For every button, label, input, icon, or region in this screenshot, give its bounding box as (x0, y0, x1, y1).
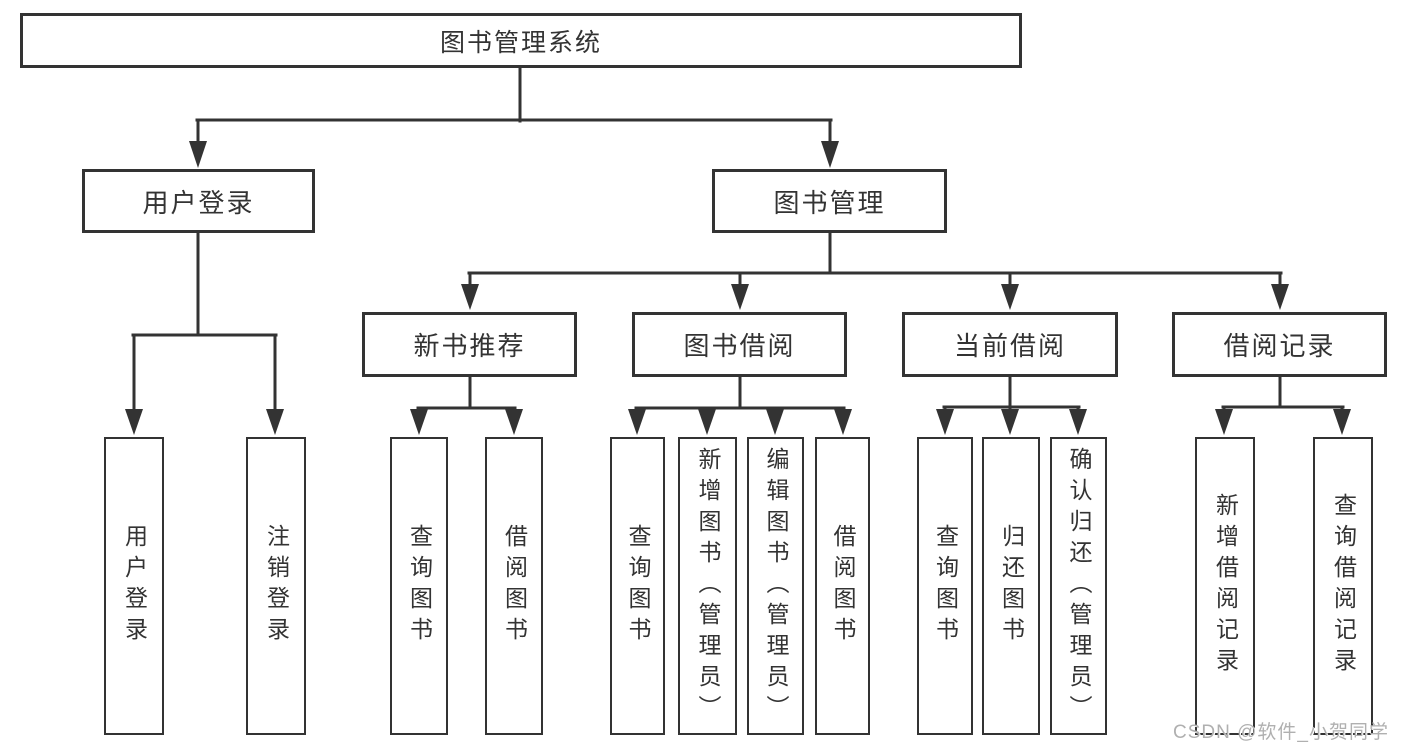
leaf-query-borrow-record: 查询借阅记录 (1313, 437, 1373, 735)
leaf-borrow-books-recommend: 借阅图书 (485, 437, 543, 735)
leaf-return-books: 归还图书 (982, 437, 1040, 735)
connector-user-login-to-leaves (125, 231, 284, 435)
csdn-watermark: CSDN @软件_小贺同学 (1173, 722, 1389, 743)
node-new-book-recommend: 新书推荐 (362, 312, 577, 377)
leaf-query-books-current: 查询图书 (917, 437, 973, 735)
node-book-borrowing: 图书借阅 (632, 312, 847, 377)
connector-book-borrowing-to-leaves (628, 375, 852, 435)
node-book-management: 图书管理 (712, 169, 947, 233)
leaf-edit-books-admin: 编辑图书（管理员） (747, 437, 804, 735)
leaf-user-login: 用户登录 (104, 437, 164, 735)
leaf-add-borrow-record: 新增借阅记录 (1195, 437, 1255, 735)
node-borrowing-records: 借阅记录 (1172, 312, 1387, 377)
node-root: 图书管理系统 (20, 13, 1022, 68)
connector-book-management-to-level3 (461, 231, 1289, 310)
node-current-borrowing: 当前借阅 (902, 312, 1118, 377)
node-user-login: 用户登录 (82, 169, 315, 233)
leaf-query-books-recommend: 查询图书 (390, 437, 448, 735)
leaf-borrow-books-borrowing: 借阅图书 (815, 437, 870, 735)
leaf-logout: 注销登录 (246, 437, 306, 735)
connector-new-book-recommend-to-leaves (410, 375, 523, 435)
leaf-query-books-borrowing: 查询图书 (610, 437, 665, 735)
connector-borrowing-records-to-leaves (1215, 375, 1351, 435)
connector-current-borrowing-to-leaves (936, 375, 1087, 435)
leaf-add-books-admin: 新增图书（管理员） (678, 437, 737, 735)
connector-root-to-level2 (189, 66, 839, 168)
leaf-confirm-return-admin: 确认归还（管理员） (1050, 437, 1107, 735)
